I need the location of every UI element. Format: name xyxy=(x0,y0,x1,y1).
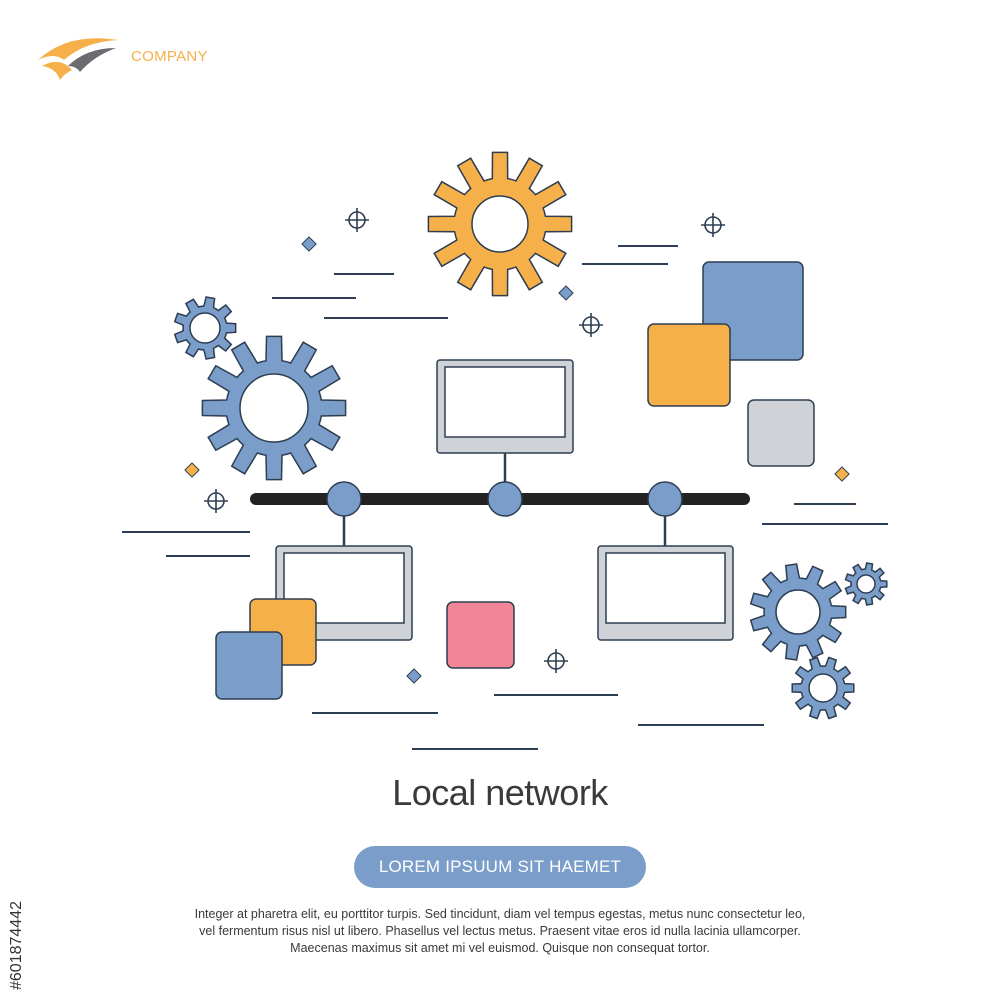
body-paragraph: Integer at pharetra elit, eu porttitor t… xyxy=(150,906,850,957)
network-node xyxy=(488,482,522,516)
gear-shape xyxy=(175,297,236,359)
diamond-icon xyxy=(407,669,421,683)
small-blue-gear-icon-2 xyxy=(792,658,854,719)
body-line: Integer at pharetra elit, eu porttitor t… xyxy=(150,906,850,923)
diamond-icon xyxy=(835,467,849,481)
gear-shape xyxy=(846,563,887,605)
network-node xyxy=(327,482,361,516)
orange-square xyxy=(648,324,730,406)
gear-shape xyxy=(751,564,846,660)
medium-blue-gear-icon xyxy=(751,564,846,660)
monitor-icon xyxy=(598,546,733,640)
local-network-illustration xyxy=(0,0,1000,760)
tiny-blue-gear-icon xyxy=(846,563,887,605)
gear-shape xyxy=(202,336,345,479)
crosshair-icon xyxy=(204,489,228,513)
body-line: vel fermentum risus nisl ut libero. Phas… xyxy=(150,923,850,940)
gray-square xyxy=(748,400,814,466)
crosshair-icon xyxy=(579,313,603,337)
crosshair-icon xyxy=(701,213,725,237)
stock-image-id: #601874442 xyxy=(8,901,26,990)
diamond-icon xyxy=(185,463,199,477)
network-node xyxy=(648,482,682,516)
large-orange-gear-icon xyxy=(428,152,571,295)
pink-square xyxy=(447,602,514,668)
crosshair-icon xyxy=(544,649,568,673)
gear-shape xyxy=(792,658,854,719)
gear-shape xyxy=(428,152,571,295)
large-blue-gear-icon xyxy=(202,336,345,479)
diamond-icon xyxy=(302,237,316,251)
diamond-icon xyxy=(559,286,573,300)
crosshair-icon xyxy=(345,208,369,232)
monitor-icon xyxy=(437,360,573,453)
cta-button[interactable]: LOREM IPSUUM SIT HAEMET xyxy=(354,846,646,888)
blue-square-small xyxy=(216,632,282,699)
body-line: Maecenas maximus sit amet mi vel euismod… xyxy=(150,940,850,957)
page-title: Local network xyxy=(0,772,1000,814)
small-blue-gear-icon xyxy=(175,297,236,359)
